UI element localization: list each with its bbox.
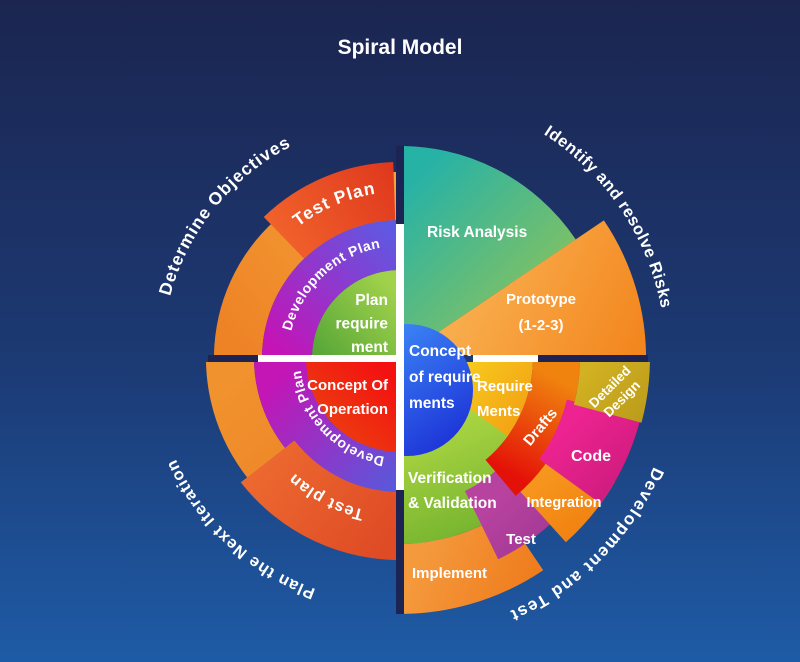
integration-label: Integration (527, 495, 602, 511)
wedge-bl-red-core (306, 362, 396, 452)
code-label: Code (571, 448, 611, 465)
wedge-bl-purple-ring (254, 362, 396, 504)
divider-segment-5-white (258, 355, 396, 362)
risk-analysis-label: Risk Analysis (427, 224, 527, 241)
divider-segment-2-white (396, 224, 404, 490)
wedge-tl-green-wedge (312, 270, 396, 355)
verification-label: Verification& Validation (408, 470, 497, 512)
wedge-br-test-wedge (464, 464, 556, 560)
wedge-br-detailed-wedge (573, 362, 650, 423)
center-circle (399, 324, 473, 456)
wedge-bl-testplan-arc (240, 440, 396, 560)
test-label: Test (506, 531, 536, 548)
divider-segment-7-navy (538, 355, 648, 362)
divider-segment-1-navy (396, 146, 404, 224)
divider-segment-4-navy (208, 355, 258, 362)
page-title: Spiral Model (338, 36, 463, 59)
wedge-tl-testplan-arc (263, 162, 396, 259)
wedge-tl-purple-ring (262, 220, 396, 355)
implement-label: Implement (412, 565, 487, 582)
divider-segment-6-white (473, 355, 538, 362)
prototype-label: Prototype(1-2-3) (506, 291, 576, 334)
wedge-br-drafts-wedge (485, 362, 580, 496)
wedge-tr-prototype-wedge (404, 220, 647, 355)
divider-segment-3-navy (396, 490, 404, 614)
wedge-tr-risk-wedge (404, 146, 576, 355)
wedge-br-code-wedge (539, 399, 641, 504)
